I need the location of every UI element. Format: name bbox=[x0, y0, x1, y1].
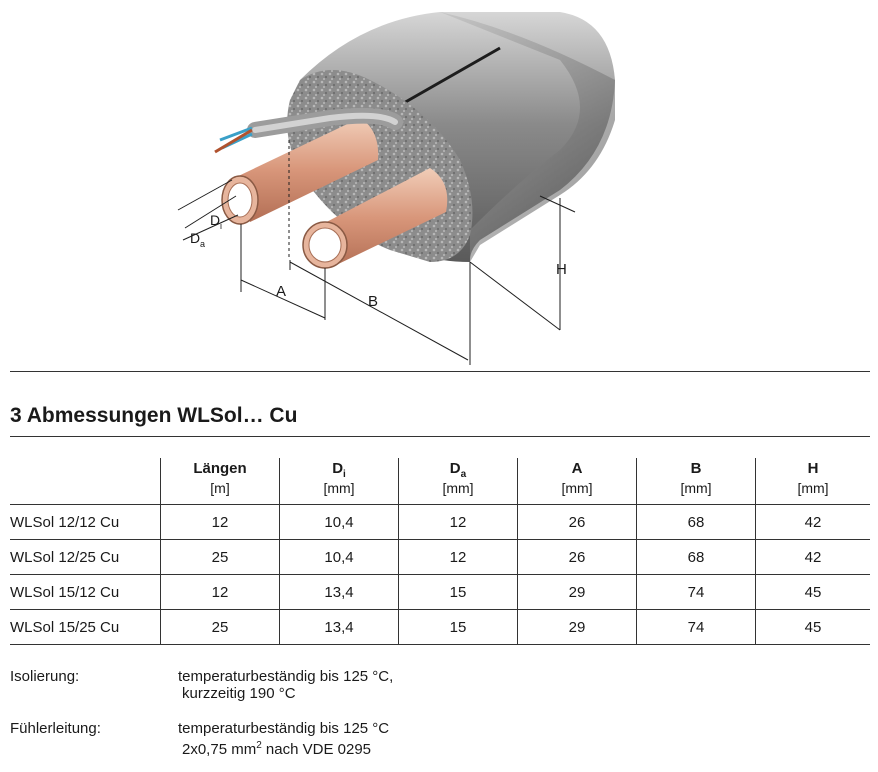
divider-title bbox=[10, 436, 870, 437]
table-row: WLSol 15/12 Cu 12 13,4 15 29 74 45 bbox=[10, 574, 870, 610]
cell-da: 15 bbox=[398, 574, 518, 610]
table-header-a: A [mm] bbox=[517, 458, 637, 505]
cell-b: 74 bbox=[636, 609, 756, 645]
table-header-laengen: Längen [m] bbox=[160, 458, 280, 505]
row-name: WLSol 12/12 Cu bbox=[10, 504, 161, 540]
cell-da: 12 bbox=[398, 539, 518, 575]
label-b: B bbox=[368, 293, 378, 310]
table-row: WLSol 15/25 Cu 25 13,4 15 29 74 45 bbox=[10, 609, 870, 645]
table-header-b: B [mm] bbox=[636, 458, 756, 505]
cell-a: 29 bbox=[517, 609, 637, 645]
table-header-h: H [mm] bbox=[755, 458, 870, 505]
note-label: Fühlerleitung: bbox=[10, 720, 101, 737]
divider-top bbox=[10, 371, 870, 372]
cell-di: 10,4 bbox=[279, 539, 399, 575]
copper-pipe-right bbox=[315, 168, 448, 268]
cell-laengen: 25 bbox=[160, 609, 280, 645]
cell-b: 74 bbox=[636, 574, 756, 610]
cell-di: 13,4 bbox=[279, 609, 399, 645]
section-title: 3 Abmessungen WLSol… Cu bbox=[10, 404, 298, 427]
cell-di: 10,4 bbox=[279, 504, 399, 540]
table-row: WLSol 12/25 Cu 25 10,4 12 26 68 42 bbox=[10, 539, 870, 575]
label-di: D bbox=[210, 212, 220, 228]
cell-a: 26 bbox=[517, 504, 637, 540]
cell-da: 12 bbox=[398, 504, 518, 540]
note-text: temperaturbeständig bis 125 °C, bbox=[178, 668, 394, 685]
cell-di: 13,4 bbox=[279, 574, 399, 610]
row-name: WLSol 15/25 Cu bbox=[10, 609, 161, 645]
cell-laengen: 12 bbox=[160, 504, 280, 540]
cell-h: 45 bbox=[755, 574, 870, 610]
svg-text:i: i bbox=[220, 221, 222, 231]
cell-h: 42 bbox=[755, 504, 870, 540]
row-name: WLSol 12/25 Cu bbox=[10, 539, 161, 575]
svg-text:a: a bbox=[200, 239, 205, 249]
copper-pipe-left bbox=[230, 118, 379, 222]
note-text: temperaturbeständig bis 125 °C bbox=[178, 720, 390, 737]
note-text: kurzzeitig 190 °C bbox=[182, 685, 296, 702]
note-text: 2x0,75 mm2 nach VDE 0295 bbox=[182, 740, 372, 758]
cell-da: 15 bbox=[398, 609, 518, 645]
table-header-di: Di [mm] bbox=[279, 458, 399, 505]
cell-a: 29 bbox=[517, 574, 637, 610]
label-da: D bbox=[190, 230, 200, 246]
table-row: WLSol 12/12 Cu 12 10,4 12 26 68 42 bbox=[10, 504, 870, 540]
cell-h: 45 bbox=[755, 609, 870, 645]
pipe-dimension-illustration: D a D i A B H bbox=[177, 12, 615, 365]
table-header-row: Längen [m] Di [mm] Da [mm] A [mm] B [mm]… bbox=[10, 458, 870, 505]
cell-laengen: 12 bbox=[160, 574, 280, 610]
cell-a: 26 bbox=[517, 539, 637, 575]
cell-b: 68 bbox=[636, 539, 756, 575]
dimensions-table: Längen [m] Di [mm] Da [mm] A [mm] B [mm]… bbox=[10, 458, 870, 645]
cell-b: 68 bbox=[636, 504, 756, 540]
label-h: H bbox=[556, 261, 567, 278]
table-header-da: Da [mm] bbox=[398, 458, 518, 505]
cell-laengen: 25 bbox=[160, 539, 280, 575]
label-a: A bbox=[276, 283, 286, 300]
note-label: Isolierung: bbox=[10, 668, 80, 685]
table-header-empty bbox=[10, 458, 161, 505]
row-name: WLSol 15/12 Cu bbox=[10, 574, 161, 610]
cell-h: 42 bbox=[755, 539, 870, 575]
